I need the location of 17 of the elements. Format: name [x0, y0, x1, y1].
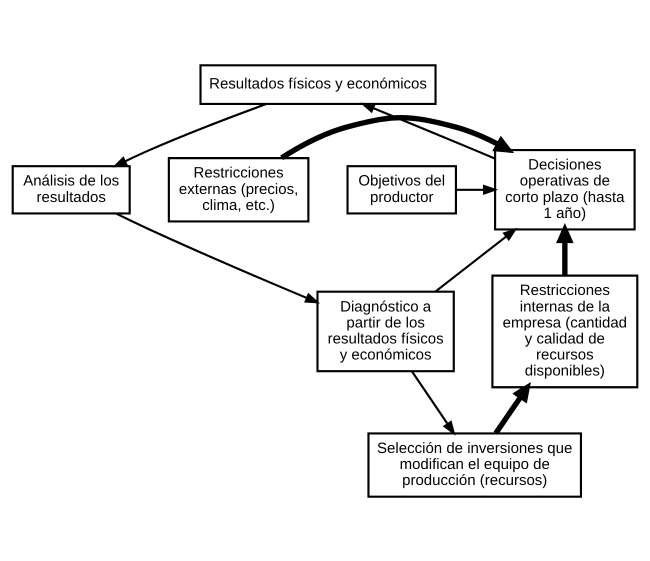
arrow — [410, 370, 456, 436]
node-box: Análisis de los resultados — [12, 164, 131, 214]
arrow — [360, 102, 496, 160]
node-box: Restricciones externas (precios, clima, etc.) — [168, 156, 310, 222]
node-box: Diagnóstico a partir de los resultados físicos y económicos — [316, 290, 455, 372]
node-box: Resultados físicos y económicos — [199, 64, 437, 104]
node-box: Selección de inversiones que modifican el equipo de producción (recursos) — [367, 432, 582, 498]
arrow — [112, 102, 267, 168]
arrow — [494, 381, 531, 434]
node-box: Decisiones operativas de corto plazo (hasta 1 año) — [494, 148, 636, 230]
node-box: Restricciones internas de la empresa (cantidad y calidad de recursos disponibles) — [491, 274, 638, 388]
arrow — [556, 222, 574, 276]
arrow — [456, 184, 498, 195]
arrow — [280, 114, 514, 160]
node-box: Objetivos del productor — [346, 164, 457, 214]
arrow — [434, 227, 518, 292]
arrow — [116, 212, 320, 303]
